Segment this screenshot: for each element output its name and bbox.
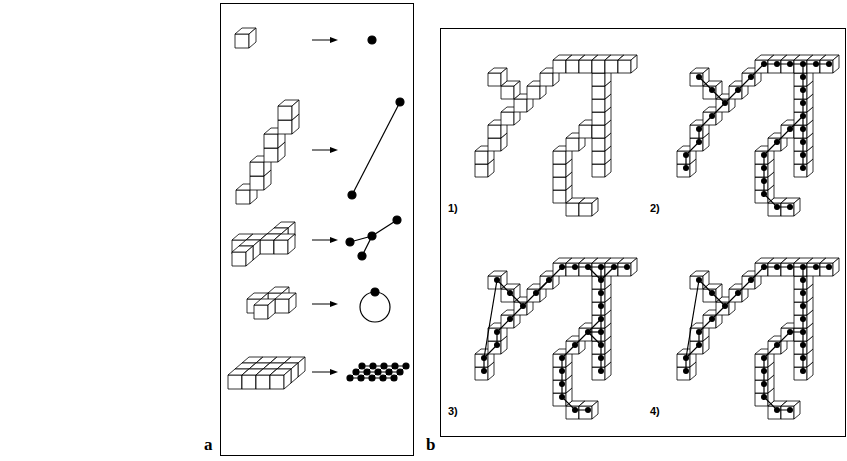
panel-frame xyxy=(221,4,414,456)
arrows xyxy=(312,37,338,375)
panel-number: 1) xyxy=(448,202,458,214)
skeleton-graphs xyxy=(346,36,409,381)
panel-number: 2) xyxy=(650,202,660,214)
subpanel-3 xyxy=(475,258,637,419)
panel-letter: a xyxy=(204,436,213,455)
panel-number: 3) xyxy=(448,405,458,417)
panel-letter: b xyxy=(426,436,435,455)
voxel-examples xyxy=(228,28,305,389)
subpanel-2 xyxy=(677,55,839,216)
subpanel-1 xyxy=(475,55,637,216)
panel-frame xyxy=(441,29,846,437)
panel-number: 4) xyxy=(650,405,660,417)
subpanel-4 xyxy=(677,258,839,419)
